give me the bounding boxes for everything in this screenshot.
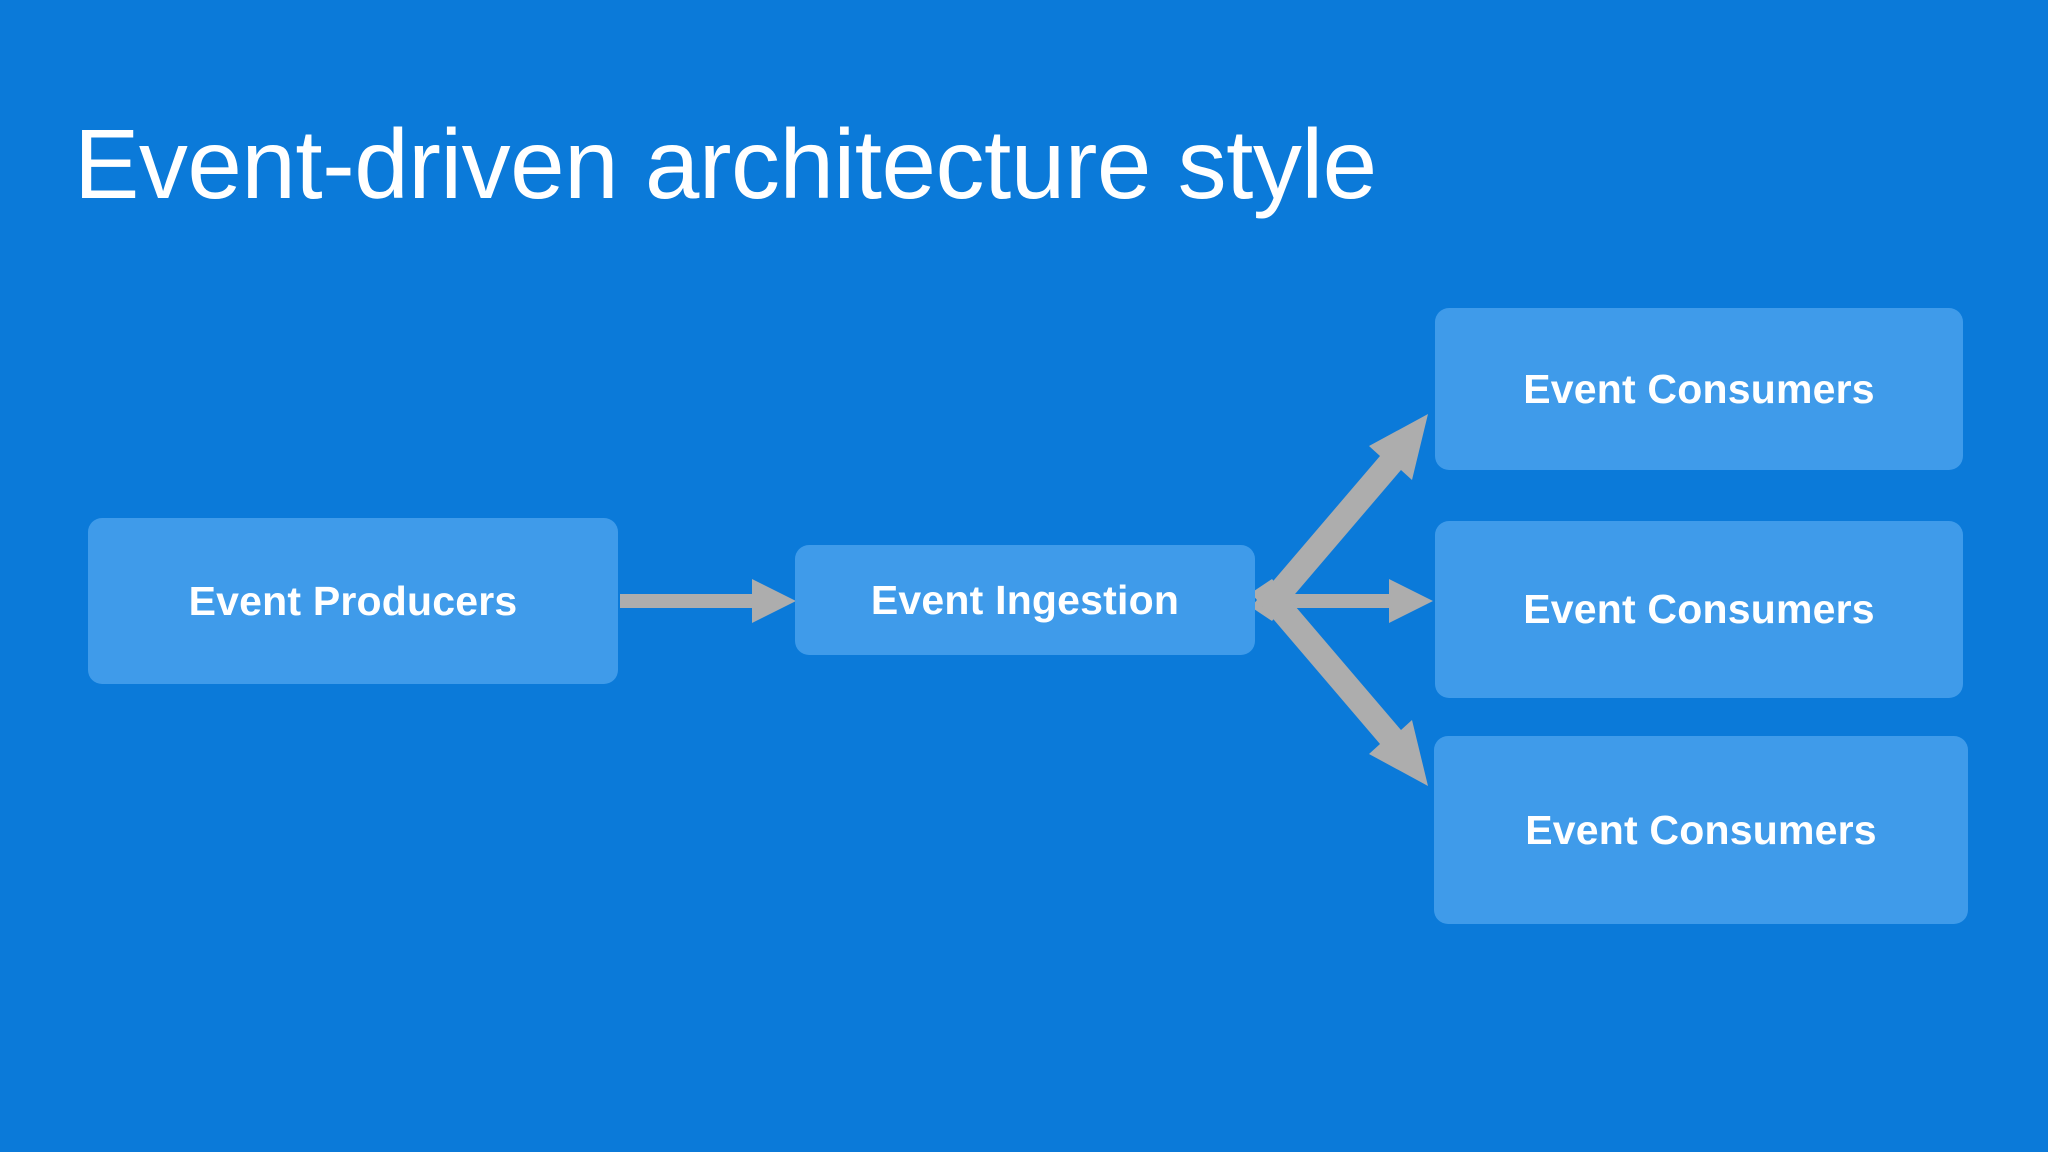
node-event-consumers-1[interactable]: Event Consumers	[1435, 308, 1963, 470]
edge-ingestion-to-consumer-1-arrow	[1251, 414, 1428, 621]
edge-ingestion-to-consumer-2-arrow	[1257, 579, 1433, 623]
node-event-producers[interactable]: Event Producers	[88, 518, 618, 684]
edge-producers-to-ingestion-arrow	[620, 579, 796, 623]
node-event-consumers-2-label: Event Consumers	[1523, 586, 1875, 632]
node-event-consumers-3-label: Event Consumers	[1525, 806, 1877, 853]
node-event-ingestion-label: Event Ingestion	[870, 576, 1180, 623]
node-event-consumers-3[interactable]: Event Consumers	[1434, 736, 1968, 924]
node-event-ingestion[interactable]: Event Ingestion	[795, 545, 1255, 655]
node-event-consumers-2[interactable]: Event Consumers	[1435, 521, 1963, 698]
edge-ingestion-to-consumer-3-arrow	[1251, 579, 1428, 786]
node-event-consumers-1-label: Event Consumers	[1523, 365, 1875, 412]
node-event-producers-label: Event Producers	[188, 577, 518, 624]
page-title: Event-driven architecture style	[74, 108, 1377, 219]
